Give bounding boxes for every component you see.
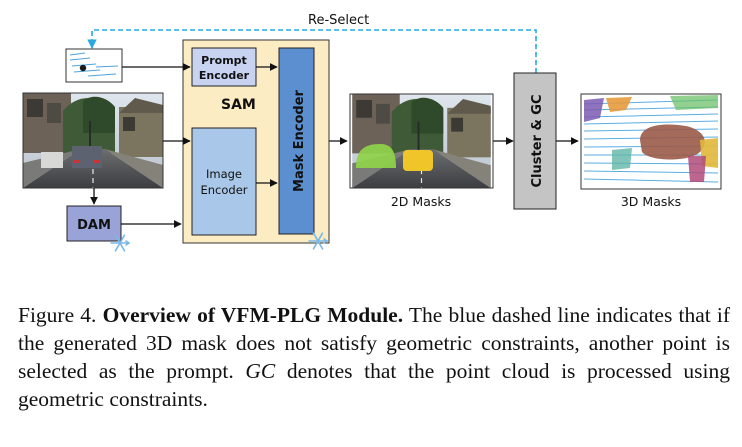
svg-text:Encoder: Encoder	[200, 183, 247, 197]
prompt-encoder-block: Prompt Encoder	[191, 47, 257, 87]
svg-text:Image: Image	[206, 167, 242, 181]
sam-label: SAM	[221, 97, 256, 113]
snowflake-icon	[308, 232, 328, 250]
input-street-image	[22, 92, 164, 189]
pipeline-diagram: Re-Select DAM SAM Prompt Encoder	[22, 13, 722, 252]
svg-text:DAM: DAM	[77, 218, 111, 233]
image-encoder-block: Image Encoder	[191, 127, 257, 236]
masks-3d-label: 3D Masks	[621, 194, 681, 209]
masks-3d-pointcloud	[580, 93, 722, 190]
caption-text-1: The blue dashed line indicates that if t…	[18, 303, 731, 383]
masks-2d-label: 2D Masks	[391, 194, 451, 209]
mask-encoder-block: Mask Encoder	[278, 47, 315, 235]
masks-2d-image	[349, 93, 494, 189]
reselect-label: Re-Select	[308, 13, 369, 28]
caption-figure-number: Figure 4.	[18, 303, 97, 327]
svg-text:Cluster & GC: Cluster & GC	[530, 94, 545, 187]
figure-caption: Figure 4. Overview of VFM-PLG Module. Th…	[18, 301, 730, 413]
cluster-gc-block: Cluster & GC	[513, 72, 557, 210]
snowflake-icon	[110, 234, 130, 252]
caption-gc: GC	[245, 359, 276, 383]
svg-text:Mask Encoder: Mask Encoder	[292, 89, 307, 192]
flow-arrows	[90, 63, 579, 228]
reselect-dashed-line	[87, 29, 537, 73]
prompt-point-icon	[79, 64, 87, 72]
prompt-point-thumbnail	[65, 48, 123, 83]
caption-title: Overview of VFM-PLG Module.	[102, 303, 404, 327]
caption-text-2: denotes that the point cloud is processe…	[18, 359, 730, 411]
svg-text:Prompt: Prompt	[201, 54, 247, 67]
svg-text:Encoder: Encoder	[199, 69, 250, 82]
dam-block: DAM	[66, 205, 122, 242]
